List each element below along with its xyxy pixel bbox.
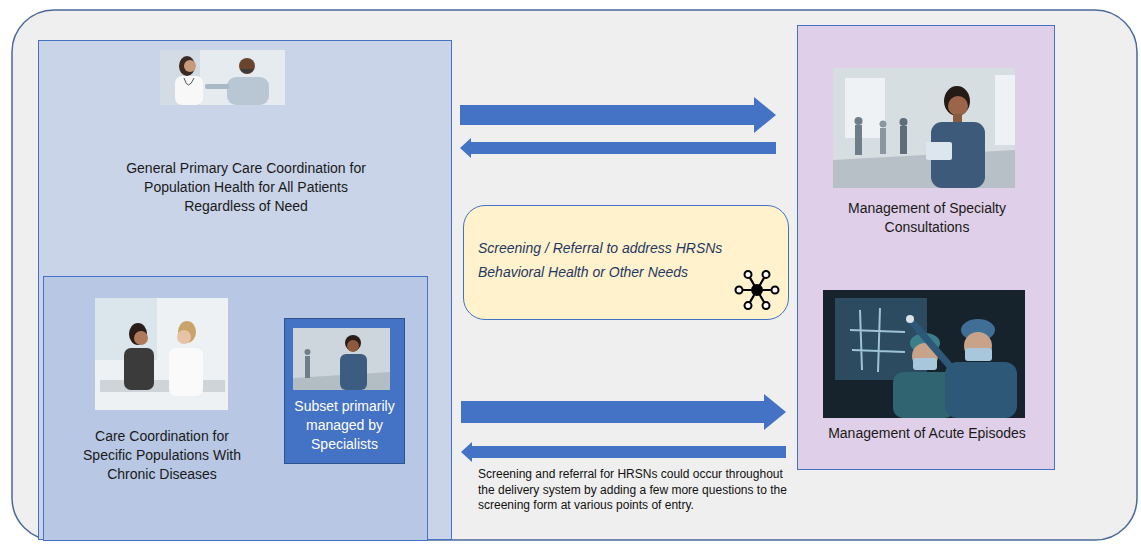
nurse-corridor-photo (833, 150, 1015, 188)
specialist-photo (305, 349, 311, 355)
box-text: Care Coordination for Specific Populatio… (72, 427, 252, 484)
process-box: Screening / Referral to address HRSNs Be… (463, 205, 789, 320)
doctor-patient-photo (227, 77, 269, 105)
specialist-photo (345, 335, 361, 351)
nurse-corridor-photo (855, 117, 863, 125)
nurse-corridor-photo (900, 126, 907, 154)
surgeons-xray-photo (835, 298, 927, 380)
box-text: Subset primarily managed by Specialists (287, 397, 402, 454)
network-icon (772, 287, 779, 294)
consultation-photo (169, 348, 203, 396)
surgeons-xray-photo (893, 372, 955, 418)
box-text: Screening / Referral to address HRSNs Be… (478, 236, 760, 284)
specialist-photo (293, 372, 390, 390)
network-icon (763, 302, 770, 309)
doctor-patient-photo (175, 76, 203, 105)
surgeons-xray-photo (913, 358, 937, 370)
nurse-corridor-photo (931, 122, 985, 188)
network-icon (751, 284, 763, 296)
nurse-corridor-photo (926, 142, 952, 160)
nurse-corridor-photo (833, 68, 1015, 188)
network-icon (736, 287, 743, 294)
surgeons-xray-photo (961, 319, 995, 341)
doctor-patient-photo (239, 58, 255, 74)
consultation-photo (124, 348, 154, 390)
doctor-patient-photo (160, 50, 285, 105)
consultation-photo (95, 298, 228, 410)
specialist-photo (340, 354, 367, 390)
process-box: Management of Specialty ConsultationsMan… (797, 25, 1055, 470)
nurse-corridor-photo (944, 86, 970, 116)
nurse-corridor-photo (953, 114, 962, 124)
block-arrow (460, 138, 776, 158)
nurse-corridor-photo (880, 128, 886, 154)
box-text: Management of Acute Episodes (817, 424, 1037, 443)
block-arrow (461, 442, 786, 462)
consultation-photo (95, 298, 228, 410)
doctor-patient-photo (205, 84, 229, 89)
box-text: Management of Specialty Consultations (817, 199, 1037, 237)
specialist-photo (293, 328, 390, 390)
doctor-patient-photo (240, 69, 254, 74)
outer-frame (12, 10, 1137, 540)
block-arrow (461, 394, 786, 430)
consultation-photo (129, 323, 147, 345)
consultation-photo (177, 330, 191, 344)
surgeons-xray-photo (906, 315, 914, 323)
specialist-photo (347, 340, 359, 352)
surgeons-xray-photo (850, 308, 905, 372)
nurse-corridor-photo (833, 68, 1015, 188)
surgeons-xray-photo (823, 290, 1025, 418)
surgeons-xray-photo (912, 343, 938, 369)
doctor-patient-photo (179, 56, 195, 76)
consultation-photo (100, 380, 225, 392)
note-text: Screening and referral for HRSNs could o… (478, 467, 796, 514)
specialist-photo (305, 356, 310, 378)
network-icon (745, 302, 752, 309)
consultation-photo (134, 331, 148, 345)
process-box: Management of Acute Episodes (808, 281, 1046, 469)
network-icon (745, 271, 752, 278)
surgeons-xray-photo (964, 332, 992, 360)
nurse-corridor-photo (948, 96, 968, 116)
nurse-corridor-photo (845, 78, 885, 138)
network-icon (763, 271, 770, 278)
consultation-photo (95, 298, 157, 360)
nurse-corridor-photo (855, 125, 862, 155)
doctor-patient-photo (160, 50, 200, 105)
surgeons-xray-photo (965, 348, 992, 361)
process-box: Management of Specialty Consultations (808, 61, 1046, 246)
process-box: General Primary Care Coordination for Po… (38, 40, 452, 540)
process-box: Care Coordination for Specific Populatio… (43, 276, 428, 541)
nurse-corridor-photo (995, 75, 1015, 145)
surgeons-xray-photo (912, 322, 955, 372)
box-text: General Primary Care Coordination for Po… (126, 159, 366, 216)
surgeons-xray-photo (910, 333, 940, 353)
specialist-photo (293, 328, 390, 390)
network-icon (736, 271, 779, 309)
doctor-patient-photo (184, 78, 194, 85)
doctor-patient-photo (184, 60, 196, 72)
nurse-corridor-photo (900, 118, 908, 126)
surgeons-xray-photo (945, 362, 1017, 418)
block-arrow (460, 97, 776, 133)
process-box: Subset primarily managed by Specialists (284, 318, 405, 464)
consultation-photo (178, 321, 196, 343)
nurse-corridor-photo (880, 121, 887, 128)
doctor-patient-photo (160, 50, 285, 105)
surgeons-xray-photo (823, 290, 1025, 418)
network-icon (739, 274, 775, 305)
